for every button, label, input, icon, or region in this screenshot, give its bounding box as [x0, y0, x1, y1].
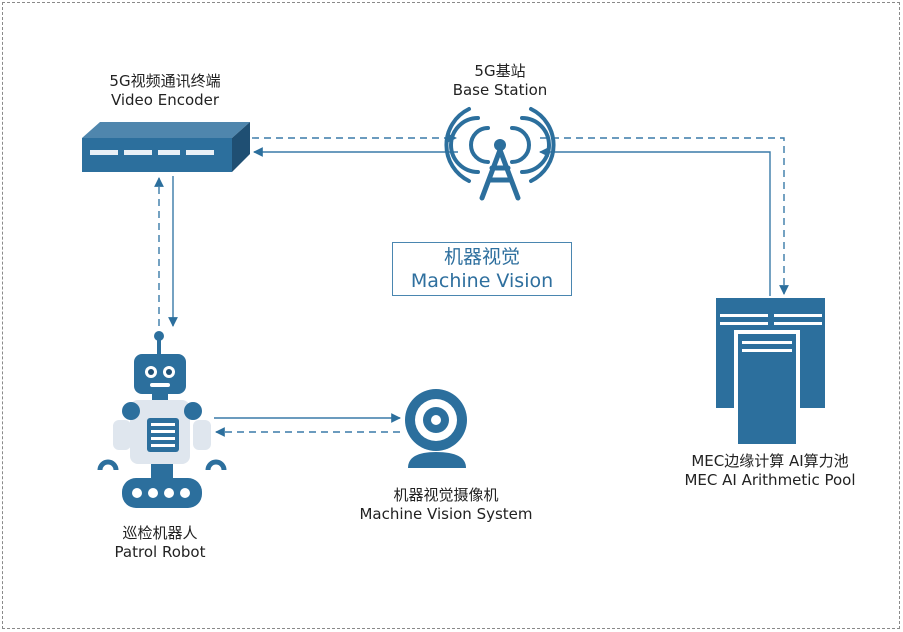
video-encoder-label-zh: 5G视频通讯终端 — [109, 72, 221, 90]
machine-vision-camera-icon — [405, 389, 467, 468]
video-encoder-label-en: Video Encoder — [110, 91, 220, 109]
base-station-icon — [444, 107, 556, 201]
patrol-robot-label: 巡检机器人 Patrol Robot — [90, 524, 230, 562]
mec-label: MEC边缘计算 AI算力池 MEC AI Arithmetic Pool — [660, 452, 880, 490]
machine-vision-label-zh: 机器视觉 — [443, 246, 520, 268]
patrol-robot-label-zh: 巡检机器人 — [122, 524, 198, 542]
machine-vision-box: 机器视觉 Machine Vision — [392, 242, 572, 296]
camera-label: 机器视觉摄像机 Machine Vision System — [346, 486, 546, 524]
base-station-label-zh: 5G基站 — [474, 62, 526, 80]
camera-label-zh: 机器视觉摄像机 — [393, 486, 499, 504]
mec-label-zh: MEC边缘计算 AI算力池 — [691, 452, 849, 470]
machine-vision-label-en: Machine Vision — [410, 270, 554, 292]
video-encoder-icon — [82, 122, 250, 172]
mec-server-icon — [716, 298, 825, 444]
patrol-robot-icon — [97, 331, 227, 508]
base-station-label: 5G基站 Base Station — [430, 62, 570, 100]
conn-bs-to-mec — [540, 137, 789, 295]
video-encoder-label: 5G视频通讯终端 Video Encoder — [80, 72, 250, 110]
mec-label-en: MEC AI Arithmetic Pool — [684, 471, 856, 489]
camera-label-en: Machine Vision System — [359, 505, 533, 523]
conn-mec-to-bs — [539, 147, 771, 296]
base-station-label-en: Base Station — [452, 81, 548, 99]
patrol-robot-label-en: Patrol Robot — [114, 543, 206, 561]
